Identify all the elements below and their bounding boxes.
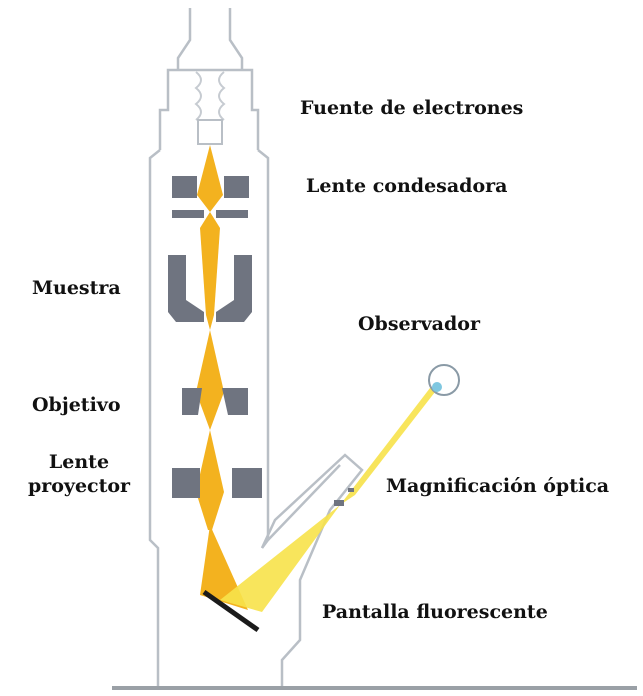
viewer-lens xyxy=(334,488,354,506)
label-observer: Observador xyxy=(358,313,480,335)
label-fluorescent-screen: Pantalla fluorescente xyxy=(322,601,548,623)
condenser-lens xyxy=(172,176,249,218)
electron-gun-icon xyxy=(194,71,226,145)
label-condenser-lens: Lente condesadora xyxy=(306,175,508,197)
label-projector-lens: Lente proyector xyxy=(24,450,134,498)
viewer-arm-outline xyxy=(260,453,364,690)
label-projector-line1: Lente xyxy=(48,451,110,473)
label-specimen: Muestra xyxy=(32,277,121,299)
light-beam xyxy=(220,388,435,612)
label-objective: Objetivo xyxy=(32,394,121,416)
projector-lens xyxy=(172,468,262,498)
label-electron-source: Fuente de electrones xyxy=(300,97,524,119)
fluorescent-screen xyxy=(202,589,260,633)
eye-icon xyxy=(428,364,460,396)
base-bar xyxy=(112,686,637,690)
column-outline xyxy=(148,8,270,690)
label-projector-line2: proyector xyxy=(27,475,131,497)
specimen-holder xyxy=(168,255,252,322)
label-optical-magnification: Magnificación óptica xyxy=(386,475,610,497)
objective-lens xyxy=(182,388,248,415)
